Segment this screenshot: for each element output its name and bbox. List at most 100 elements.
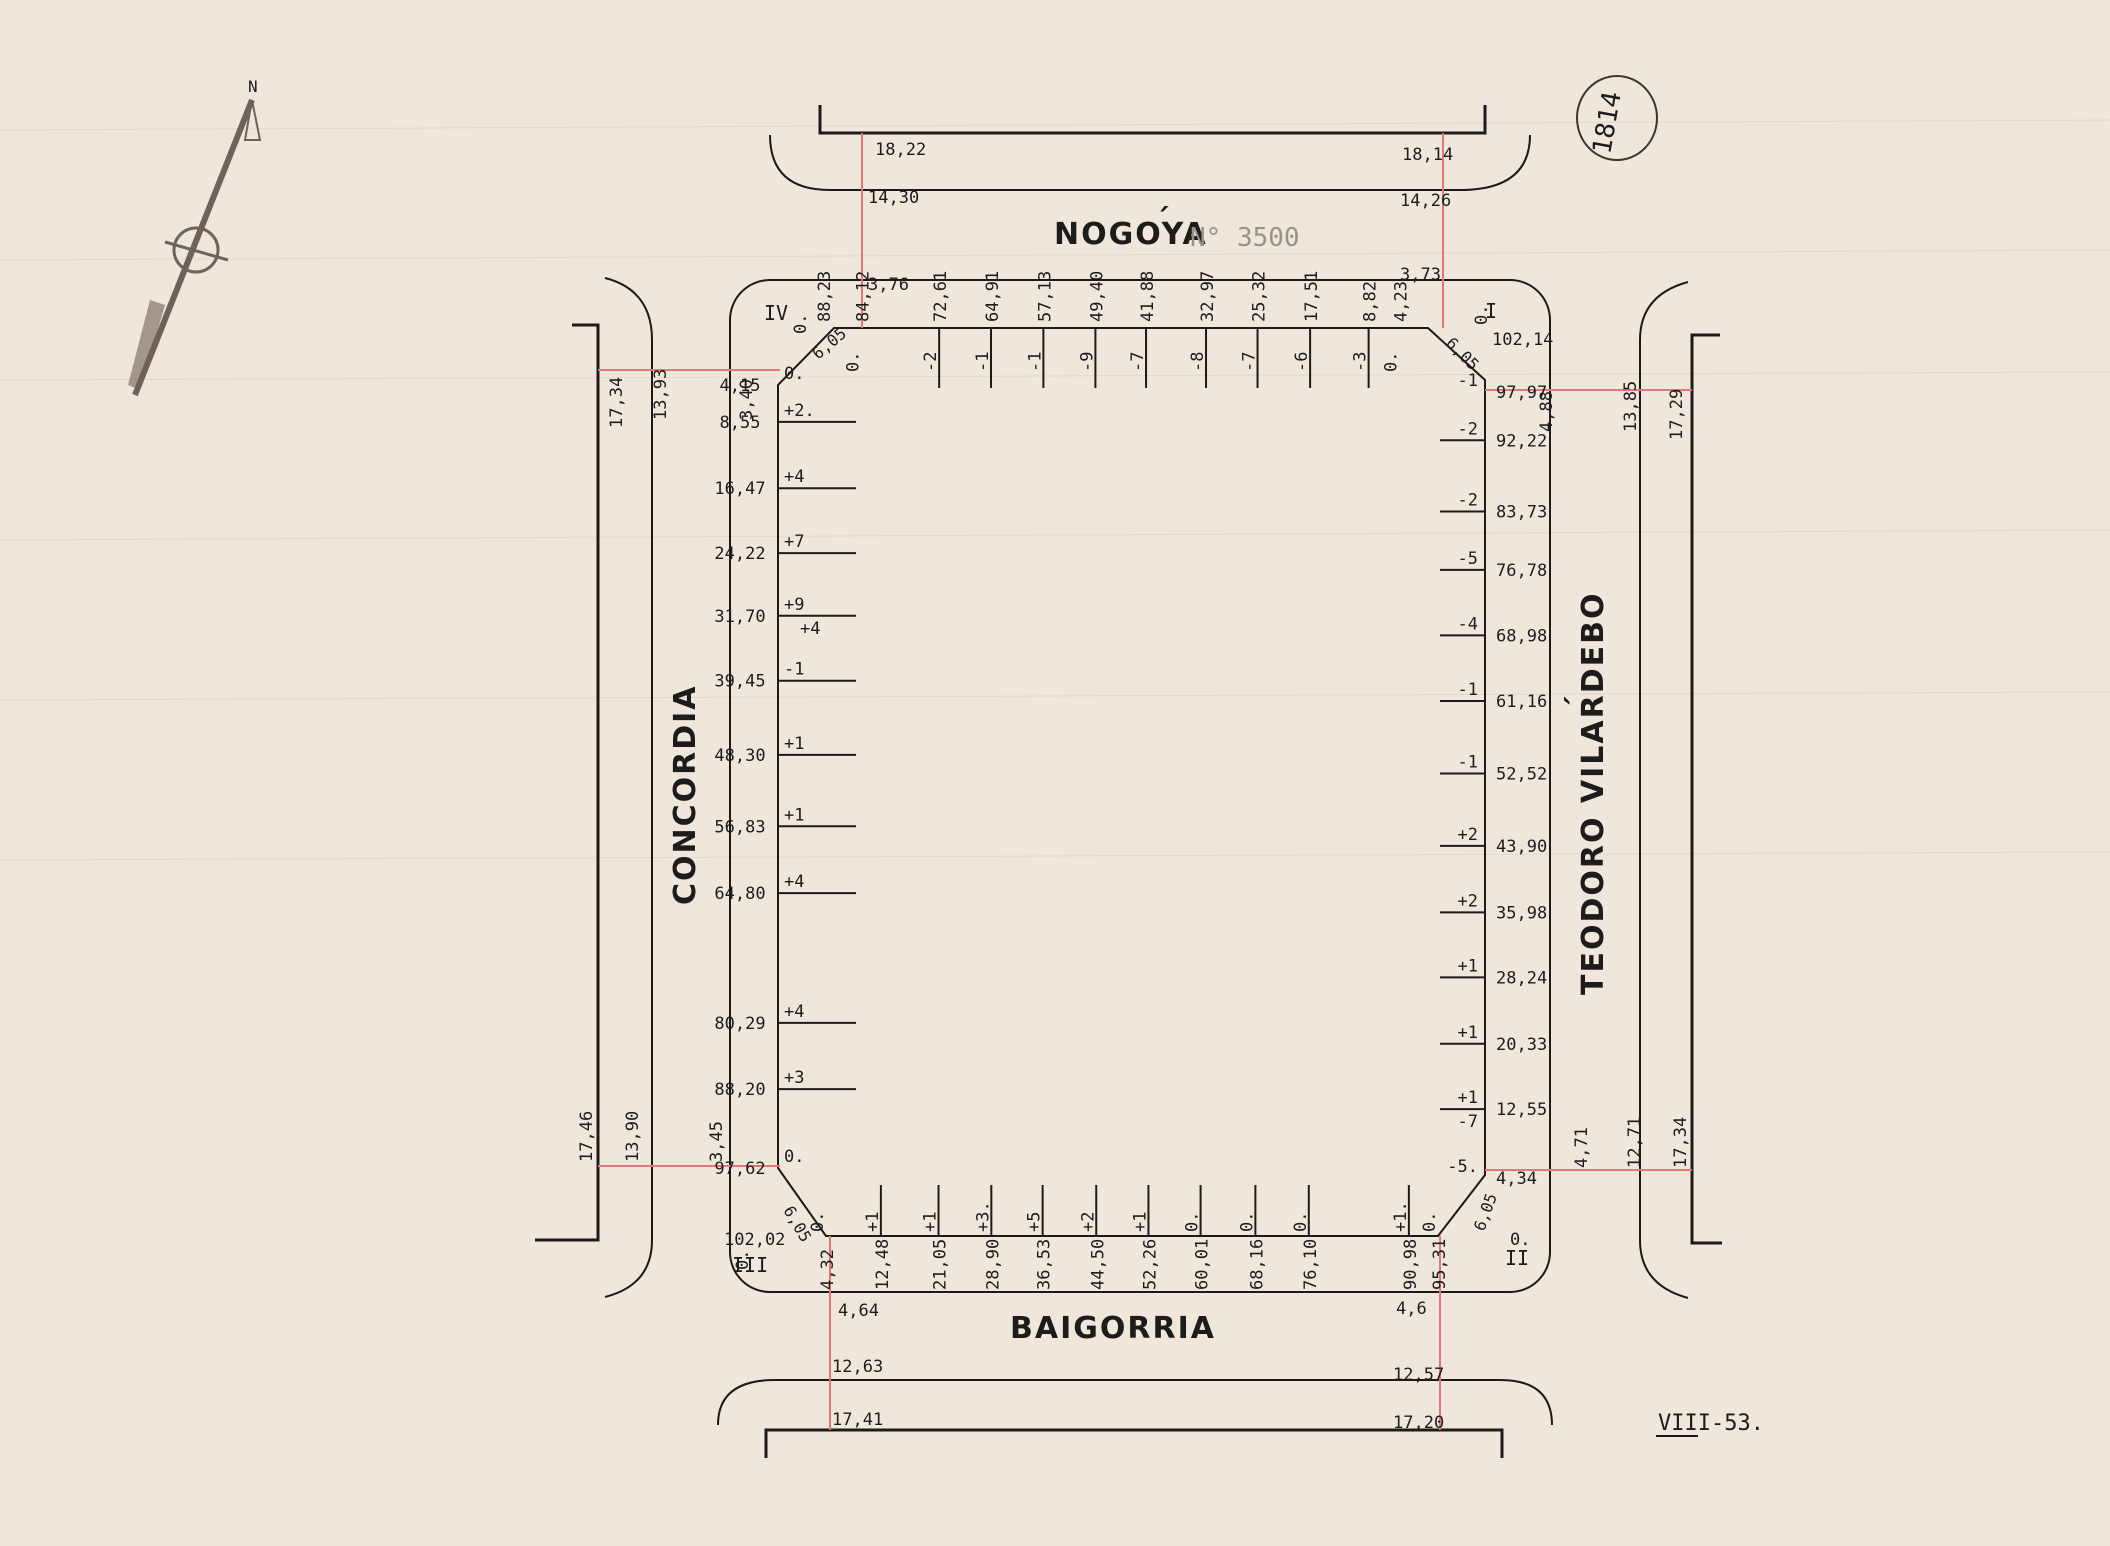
south-tick-offset: 0.	[808, 1212, 828, 1232]
north-left-a: 3,76	[868, 275, 909, 295]
east-bottom-c: 17,34	[1671, 1117, 1691, 1168]
south-tick-offset: +1	[863, 1212, 883, 1232]
east-tick-offset: -2	[1458, 419, 1478, 439]
west-tick-offset: -1	[784, 660, 804, 680]
east-tick-offset: -5	[1458, 549, 1478, 569]
south-tick-position: 28,90	[983, 1239, 1003, 1290]
north-arrow-icon: N	[128, 77, 262, 397]
street-labels: NOGOYA ´ BAIGORRIA CONCORDIA TEODORO VIL…	[668, 203, 1611, 1346]
east-tick-offset: +1	[1458, 1088, 1478, 1108]
south-tick-offset: 0.	[1420, 1212, 1440, 1232]
north-tick-offset: 0.	[1382, 352, 1402, 372]
east-top-a: 4,88	[1537, 391, 1557, 432]
corner-ii: II	[1505, 1246, 1529, 1270]
block-outline	[729, 279, 1551, 1293]
north-right-b: 14,26	[1400, 191, 1451, 211]
north-tick-position: 8,82	[1361, 281, 1381, 322]
north-tick-offset: -9	[1077, 352, 1097, 372]
south-right-c: 17,20	[1393, 1413, 1444, 1433]
west-tick-offset: 0.	[784, 1147, 804, 1167]
south-left-c: 17,41	[832, 1410, 883, 1430]
east-tick-offset-2: -7	[1458, 1112, 1478, 1132]
east-tick-position: 83,73	[1496, 503, 1547, 523]
north-tick-position: 25,32	[1250, 271, 1270, 322]
west-tick-offset: +9	[784, 595, 804, 615]
west-tick-offset: +1	[784, 734, 804, 754]
street-curbs	[535, 105, 1722, 1458]
north-left-b: 14,30	[868, 188, 919, 208]
west-tick-position: 39,45	[714, 672, 765, 692]
north-tick-position: 72,61	[931, 271, 951, 322]
north-tick-offset: 0.	[844, 352, 864, 372]
corner-iii-offset: 0.	[733, 1250, 753, 1270]
west-tick-offset: +1	[784, 805, 804, 825]
north-tick-offset: -7	[1240, 352, 1260, 372]
east-side-measurements: 97,97-192,22-283,73-276,78-568,98-461,16…	[1440, 371, 1547, 1189]
chamfer-i: 6,05	[1442, 333, 1483, 374]
east-tick-offset: -2	[1458, 491, 1478, 511]
south-tick-position: 52,26	[1140, 1239, 1160, 1290]
west-tick-offset: +2.	[784, 401, 815, 421]
street-east-accent: ´	[1561, 693, 1596, 710]
east-tick-position: 35,98	[1496, 903, 1547, 923]
west-bottom-c: 17,46	[577, 1111, 597, 1162]
west-tick-position: 16,47	[714, 479, 765, 499]
west-top-c: 17,34	[607, 377, 627, 428]
west-tick-position: 56,83	[714, 817, 765, 837]
north-tick-offset: -1	[1025, 352, 1045, 372]
east-tick-position: 92,22	[1496, 431, 1547, 451]
north-right-a: 3,73	[1400, 265, 1441, 285]
east-tick-position: 68,98	[1496, 626, 1547, 646]
south-tick-position: 90,98	[1401, 1239, 1421, 1290]
corner-iv-offset: 0.	[791, 314, 811, 334]
north-tick-position: 57,13	[1035, 271, 1055, 322]
south-left-b: 12,63	[832, 1357, 883, 1377]
west-tick-position: 88,20	[714, 1080, 765, 1100]
west-tick-position: 8,55	[720, 413, 761, 433]
north-tick-position: 41,88	[1138, 271, 1158, 322]
north-tick-offset: -8	[1188, 352, 1208, 372]
east-tick-position: 43,90	[1496, 837, 1547, 857]
paper-ruling	[0, 119, 2110, 861]
west-tick-position: 64,80	[714, 884, 765, 904]
north-tick-position: 84,12	[854, 271, 874, 322]
corner-i-offset: 0.	[1472, 305, 1492, 325]
corner-ii-offset: 0.	[1510, 1230, 1530, 1250]
west-tick-position: 4,15	[720, 376, 761, 396]
south-tick-position: 21,05	[931, 1239, 951, 1290]
north-tick-position: 49,40	[1087, 271, 1107, 322]
east-tick-position: 4,34	[1496, 1169, 1537, 1189]
west-tick-offset: +4	[784, 872, 804, 892]
south-tick-offset: +5	[1025, 1212, 1045, 1232]
south-left-a: 4,64	[838, 1301, 879, 1321]
street-west: CONCORDIA	[668, 684, 703, 905]
sheet-date: VIII-53.	[1658, 1411, 1764, 1436]
east-tick-offset: +2	[1458, 825, 1478, 845]
corner-values: 88,23 0. 102,14 0. 102,02 0. 0.	[724, 271, 1553, 1270]
east-tick-position: 97,97	[1496, 383, 1547, 403]
corner-iv-value: 88,23	[815, 271, 835, 322]
west-tick-position: 80,29	[714, 1014, 765, 1034]
width-annotations: 3,76 14,30 18,22 3,73 14,26 18,14 3,40 1…	[577, 140, 1691, 1433]
south-tick-position: 36,53	[1035, 1239, 1055, 1290]
south-tick-position: 60,01	[1193, 1239, 1213, 1290]
corner-i: I	[1485, 299, 1497, 323]
east-bottom-a: 4,71	[1572, 1127, 1592, 1168]
south-tick-position: 76,10	[1301, 1239, 1321, 1290]
west-tick-position: 24,22	[714, 544, 765, 564]
east-tick-position: 12,55	[1496, 1100, 1547, 1120]
east-tick-position: 52,52	[1496, 765, 1547, 785]
south-right-b: 12,57	[1393, 1365, 1444, 1385]
north-tick-position: 17,51	[1302, 271, 1322, 322]
east-bottom-b: 12,71	[1625, 1117, 1645, 1168]
west-top-b: 13,93	[651, 369, 671, 420]
south-side-measurements: 4,320.12,48+121,05+128,90+3.36,53+544,50…	[808, 1185, 1450, 1290]
east-tick-offset: +1	[1458, 1023, 1478, 1043]
north-tick-offset: -1	[973, 352, 993, 372]
east-tick-offset: -1	[1458, 680, 1478, 700]
street-north-accent: ´	[1155, 203, 1172, 238]
east-tick-position: 76,78	[1496, 561, 1547, 581]
east-tick-position: 20,33	[1496, 1035, 1547, 1055]
east-tick-offset: -5.	[1447, 1157, 1478, 1177]
east-tick-position: 61,16	[1496, 692, 1547, 712]
